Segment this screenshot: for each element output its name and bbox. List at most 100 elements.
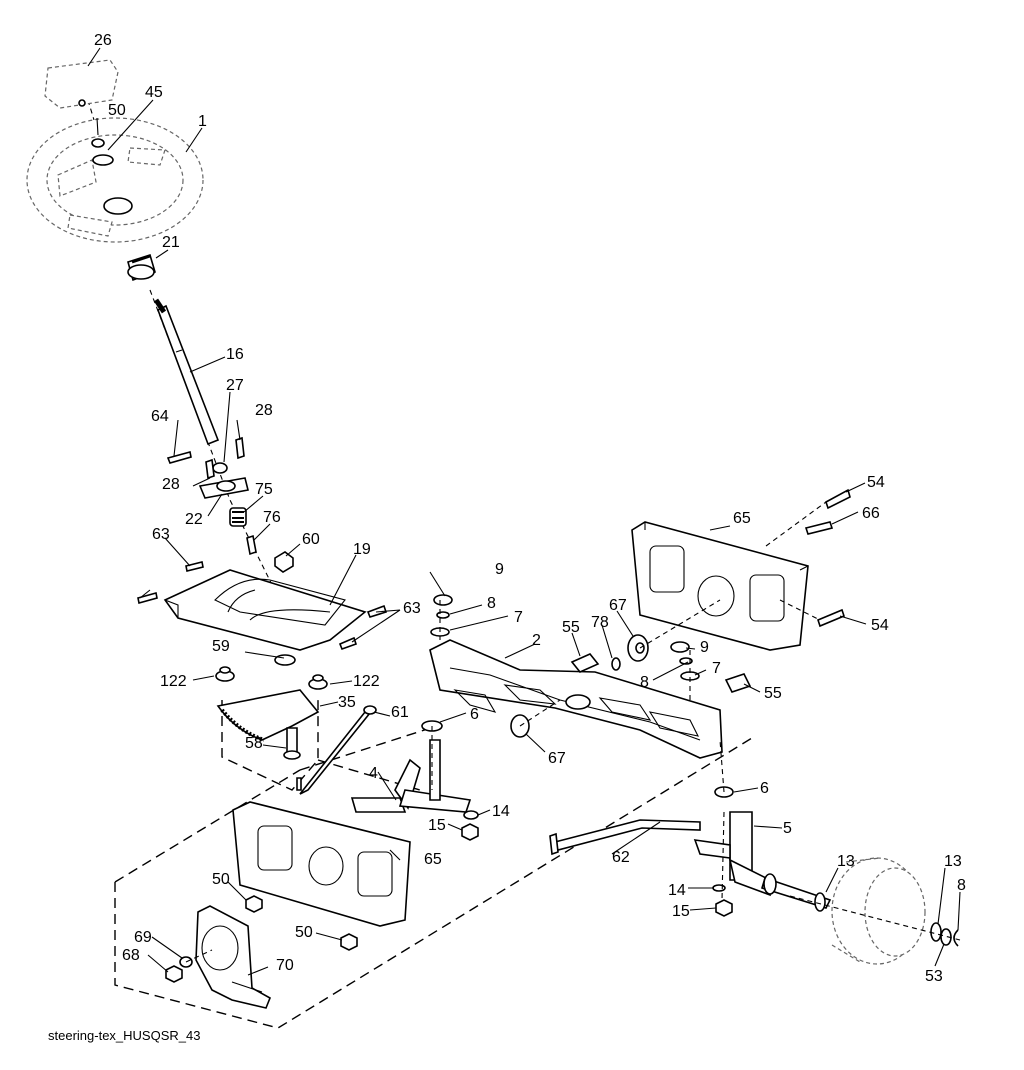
- nut-50-low: [340, 933, 358, 951]
- diagram-caption: steering-tex_HUSQSR_43: [48, 1028, 201, 1043]
- pin-sector: [296, 777, 302, 791]
- spacer-55-left: [570, 653, 600, 673]
- callout-26: 26: [94, 32, 112, 49]
- nut-15-right: [715, 899, 733, 917]
- callout-122-left: 122: [160, 673, 187, 690]
- callout-70: 70: [276, 957, 294, 974]
- bolt-54-bottom: [817, 608, 845, 628]
- washer-78: [611, 657, 621, 671]
- callout-54-bottom: 54: [871, 617, 889, 634]
- callout-50-mid: 50: [212, 871, 230, 888]
- callout-69: 69: [134, 929, 152, 946]
- callout-66: 66: [862, 505, 880, 522]
- ring-8-left: [436, 611, 450, 619]
- bushing-122-left: [215, 666, 235, 682]
- nut-15-left: [461, 823, 479, 841]
- callout-50-low: 50: [295, 924, 313, 941]
- washer-14-left: [463, 810, 479, 820]
- nut-68: [165, 965, 183, 983]
- ring-8-right: [679, 657, 693, 665]
- front-axle-part: [429, 639, 723, 759]
- callout-7-right: 7: [712, 660, 721, 677]
- callout-15-left: 15: [428, 817, 446, 834]
- callout-75: 75: [255, 481, 273, 498]
- callout-6-right: 6: [760, 780, 769, 797]
- callout-8-left: 8: [487, 595, 496, 612]
- callout-15-right: 15: [672, 903, 690, 920]
- cap-9-right: [670, 641, 690, 653]
- callout-9-right: 9: [700, 639, 709, 656]
- bolt-63-d: [338, 636, 358, 651]
- nut-50-top: [91, 138, 105, 148]
- axle-bracket-lower: [232, 801, 411, 927]
- axle-bracket-upper: [631, 521, 809, 651]
- leader-lines: [87, 47, 961, 976]
- cap-9-left: [433, 594, 453, 606]
- callout-14-left: 14: [492, 803, 510, 820]
- callout-65-lower: 65: [424, 851, 442, 868]
- callout-labels: 26 45 50 1 21 16 27 28 64 28 75 22 76 60…: [94, 32, 966, 985]
- callout-1: 1: [198, 113, 207, 130]
- callout-67-top: 67: [609, 597, 627, 614]
- mount-plate-70: [195, 905, 272, 1009]
- callout-2: 2: [532, 632, 541, 649]
- callout-8-right: 8: [640, 674, 649, 691]
- callout-65-upper: 65: [733, 510, 751, 527]
- clip-8: [953, 929, 959, 947]
- callout-122-right: 122: [353, 673, 380, 690]
- sector-gear-part: [216, 689, 320, 742]
- shaft-bearing-bracket: [198, 462, 249, 499]
- callout-54-top: 54: [867, 474, 885, 491]
- callout-78: 78: [591, 614, 609, 631]
- callout-27: 27: [226, 377, 244, 394]
- callout-59: 59: [212, 638, 230, 655]
- callout-28-top: 28: [255, 402, 273, 419]
- nut-50-mid: [245, 895, 263, 913]
- callout-35: 35: [338, 694, 356, 711]
- front-wheel-part: [831, 857, 926, 965]
- callout-68: 68: [122, 947, 140, 964]
- callout-19: 19: [353, 541, 371, 558]
- callout-13-outer: 13: [944, 853, 962, 870]
- callout-63-left: 63: [152, 526, 170, 543]
- callout-62: 62: [612, 849, 630, 866]
- callout-76: 76: [263, 509, 281, 526]
- callout-22: 22: [185, 511, 203, 528]
- washer-59: [274, 654, 296, 666]
- callout-67-bottom: 67: [548, 750, 566, 767]
- steering-wheel-part: [26, 117, 204, 243]
- callout-13-inner: 13: [837, 853, 855, 870]
- bolt-54-top: [825, 488, 851, 510]
- washer-53: [940, 928, 952, 946]
- bolt-28-a: [235, 436, 245, 460]
- wheel-centerline: [789, 895, 961, 941]
- bolt-63-b: [185, 561, 204, 572]
- callout-61: 61: [391, 704, 409, 721]
- callout-4: 4: [369, 765, 378, 782]
- drag-link-part: [299, 705, 377, 795]
- nut-60: [274, 551, 294, 573]
- tie-rod-part: [549, 819, 701, 856]
- group-outline-sector: [221, 700, 319, 791]
- callout-50: 50: [108, 102, 126, 119]
- washer-45: [92, 154, 114, 166]
- steering-plate-part: [163, 569, 367, 651]
- callout-8-clip: 8: [957, 877, 966, 894]
- callout-45: 45: [145, 84, 163, 101]
- callout-14-right: 14: [668, 882, 686, 899]
- callout-58: 58: [245, 735, 263, 752]
- washer-13-outer: [930, 922, 942, 942]
- pin-76: [246, 534, 257, 556]
- bolt-66: [804, 521, 834, 535]
- washer-13-inner: [814, 892, 826, 912]
- callout-6-left: 6: [470, 706, 479, 723]
- callout-55-right: 55: [764, 685, 782, 702]
- spacer-55-right: [724, 673, 752, 693]
- pinion-gear-part: [229, 507, 247, 527]
- screw-64: [166, 451, 192, 464]
- callout-5: 5: [783, 820, 792, 837]
- washer-14-right: [712, 884, 726, 892]
- callout-53: 53: [925, 968, 943, 985]
